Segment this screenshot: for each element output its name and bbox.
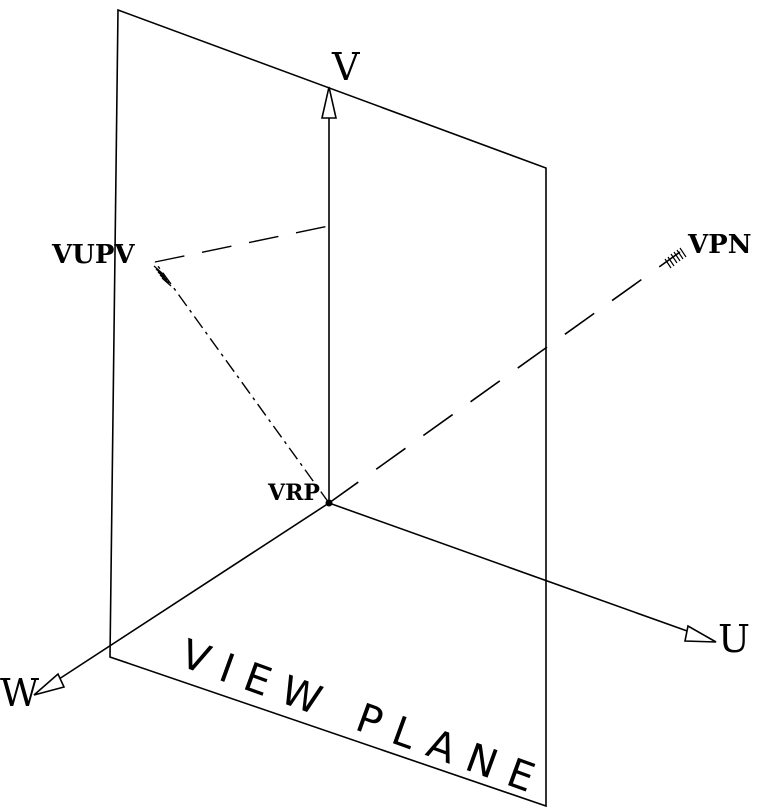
vrp-point bbox=[325, 499, 333, 507]
vupv-projection-line bbox=[154, 225, 330, 263]
u-axis-arrowhead bbox=[684, 624, 717, 643]
w-axis-arrowhead bbox=[33, 672, 66, 696]
v-axis-arrowhead bbox=[320, 86, 338, 119]
vpn-label: VPN bbox=[687, 230, 752, 260]
u-axis-line bbox=[328, 502, 691, 633]
vupv-vector-line bbox=[154, 261, 330, 504]
u-label: U bbox=[718, 617, 750, 661]
vupv-hatch-icon bbox=[153, 265, 172, 287]
vrp-label: VRP bbox=[267, 480, 320, 506]
w-axis-line bbox=[55, 502, 330, 682]
view-plane-outline bbox=[109, 8, 547, 808]
view-plane-label: VIEW PLANE bbox=[175, 631, 554, 806]
w-label: W bbox=[0, 671, 39, 715]
vpn-vector-line bbox=[328, 251, 681, 504]
vpn-hatch-icon bbox=[664, 247, 687, 269]
vupv-label: VUPV bbox=[51, 240, 135, 270]
v-label: V bbox=[331, 45, 360, 89]
